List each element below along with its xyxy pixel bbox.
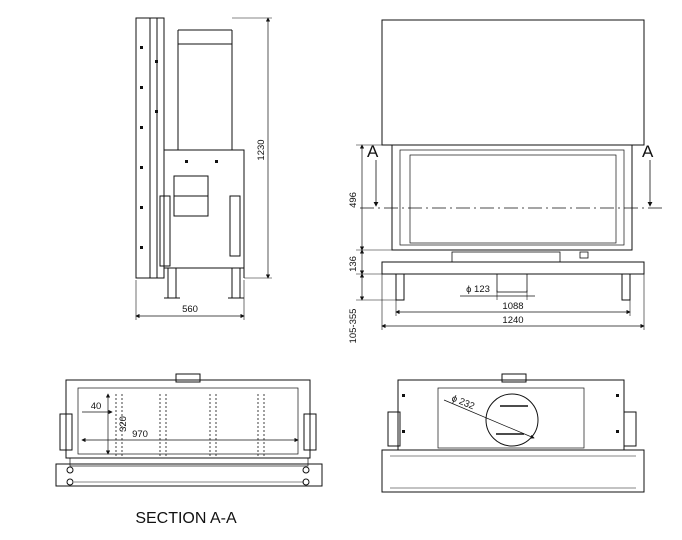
- section-outline: [65, 379, 311, 459]
- dim-base-height: 136: [348, 256, 359, 272]
- section-marker-right: A: [642, 142, 654, 161]
- dim-legs: 105-355: [348, 309, 359, 344]
- section-top-flue: [175, 373, 201, 383]
- top-view: [381, 373, 645, 493]
- section-title: SECTION A-A: [135, 510, 237, 527]
- front-glass: [409, 154, 617, 244]
- front-view: [356, 19, 664, 330]
- top-base: [381, 449, 645, 493]
- section-base: [55, 463, 323, 487]
- top-flue-circle: [485, 393, 539, 447]
- section-marker-left: A: [367, 142, 379, 161]
- dim-overall-width: 1240: [502, 315, 523, 326]
- side-width-dim: 560: [182, 304, 198, 315]
- front-firebox: [391, 144, 633, 251]
- dim-opening-height: 496: [348, 192, 359, 208]
- front-base: [381, 261, 645, 275]
- top-outline: [397, 379, 625, 451]
- dim-flue-diameter-front: ϕ 123: [466, 284, 490, 295]
- side-body: [163, 149, 245, 269]
- dim-width: 970: [132, 429, 148, 440]
- dim-depth: 320: [118, 416, 129, 432]
- dim-wall: 40: [91, 401, 102, 412]
- section-view: [55, 373, 323, 487]
- dim-flue-diameter-top: ϕ 232: [450, 393, 476, 412]
- side-height-dim: 1230: [256, 139, 267, 160]
- side-view: [135, 17, 272, 320]
- front-flue: [496, 273, 528, 293]
- front-hood: [381, 19, 645, 146]
- side-flue-box: [177, 43, 233, 151]
- dim-inner-width: 1088: [502, 301, 523, 312]
